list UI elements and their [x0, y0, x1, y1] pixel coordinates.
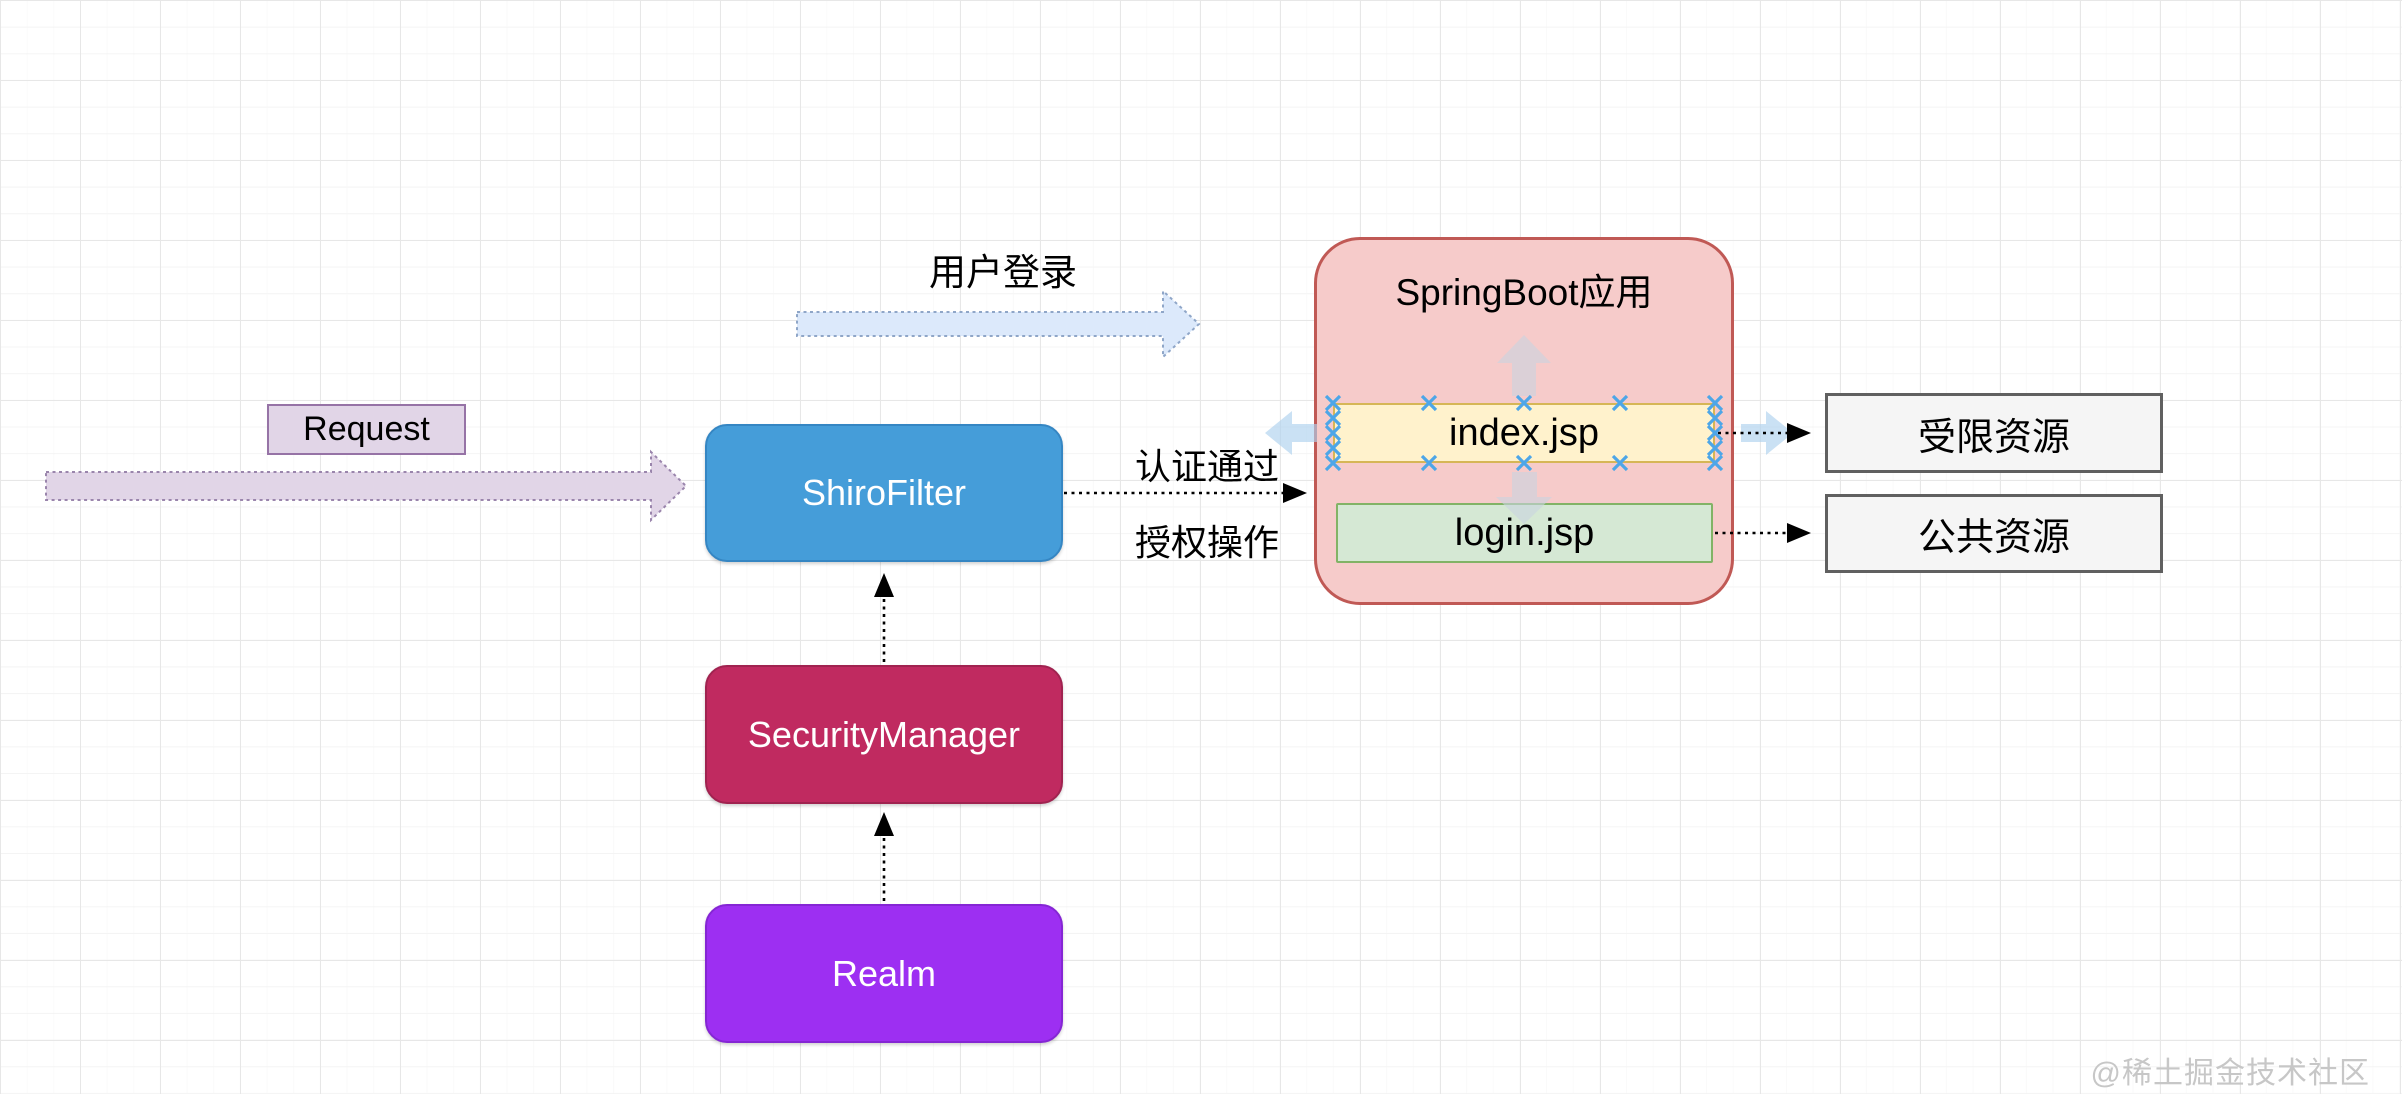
selection-handles[interactable]	[1324, 394, 1724, 472]
authz-op-label: 授权操作	[1134, 522, 1279, 563]
realm-node[interactable]: Realm	[705, 904, 1063, 1043]
ghost-arrow-left-icon[interactable]	[1265, 411, 1317, 455]
ghost-arrow-down-icon[interactable]	[1496, 472, 1552, 524]
user-login-block-arrow[interactable]	[796, 288, 1201, 360]
request-label-box[interactable]: Request	[267, 404, 466, 455]
auth-pass-label: 认证通过	[1134, 446, 1279, 487]
request-block-arrow[interactable]	[45, 449, 688, 523]
public-resource-node[interactable]: 公共资源	[1825, 494, 2163, 573]
ghost-arrow-up-icon[interactable]	[1497, 335, 1551, 396]
securitymanager-node[interactable]: SecurityManager	[705, 665, 1063, 804]
index-jsp-node[interactable]: index.jsp	[1333, 403, 1715, 463]
shirofilter-node[interactable]: ShiroFilter	[705, 424, 1063, 562]
restricted-resource-node[interactable]: 受限资源	[1825, 393, 2163, 473]
ghost-arrow-right-icon[interactable]	[1741, 411, 1793, 455]
springboot-app-title: SpringBoot应用	[1395, 272, 1653, 313]
user-login-label: 用户登录	[929, 252, 1077, 293]
watermark-text: @稀土掘金技术社区	[2090, 1057, 2370, 1090]
ghost-direction-arrows[interactable]	[1265, 335, 1793, 524]
